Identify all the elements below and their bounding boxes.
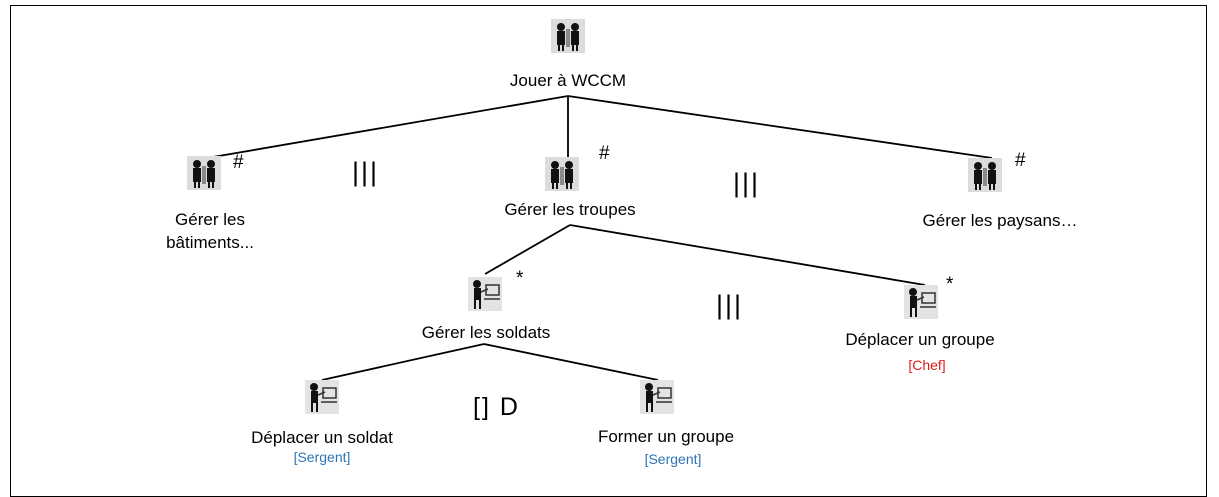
operator-interleaving: ||| [352,157,380,187]
operator-interleaving: ||| [716,290,744,320]
role-label-sergent: [Sergent] [293,449,351,465]
iteration-mark: # [233,152,244,173]
edge-root-batiments [212,95,569,158]
edge-troupes-soldats [484,224,571,275]
node-label-soldats: Gérer les soldats [421,323,551,342]
abstract-task-icon [187,156,221,190]
abstract-task-icon [545,157,579,191]
operator-choice-deactivation: [] D [473,393,520,421]
edge-troupes-deplacer-groupe [569,224,926,286]
node-label-deplacer-soldat: Déplacer un soldat [251,428,393,447]
edge-soldats-former-groupe [483,343,659,381]
iteration-mark: # [1015,150,1026,171]
iteration-mark: # [599,143,610,164]
interaction-task-icon [468,277,502,311]
node-label-batiments-line1: Gérer les [175,210,245,229]
node-label-batiments-line2: bâtiments... [166,233,254,252]
node-label-troupes: Gérer les troupes [504,200,636,219]
node-label-root: Jouer à WCCM [509,71,627,90]
abstract-task-icon [551,19,585,53]
edge-root-paysans [567,95,993,159]
node-label-deplacer-groupe: Déplacer un groupe [845,330,995,349]
role-label-chef: [Chef] [908,357,946,373]
abstract-task-icon [968,158,1002,192]
iteration-mark: * [516,268,524,289]
edge-soldats-deplacer-soldat [321,343,485,381]
node-label-former-groupe: Former un groupe [597,427,735,446]
iteration-mark: * [946,274,954,295]
interaction-task-icon [904,285,938,319]
interaction-task-icon [305,380,339,414]
operator-interleaving: ||| [733,168,761,198]
interaction-task-icon [640,380,674,414]
node-label-paysans: Gérer les paysans… [922,211,1078,230]
role-label-sergent: [Sergent] [644,451,702,467]
